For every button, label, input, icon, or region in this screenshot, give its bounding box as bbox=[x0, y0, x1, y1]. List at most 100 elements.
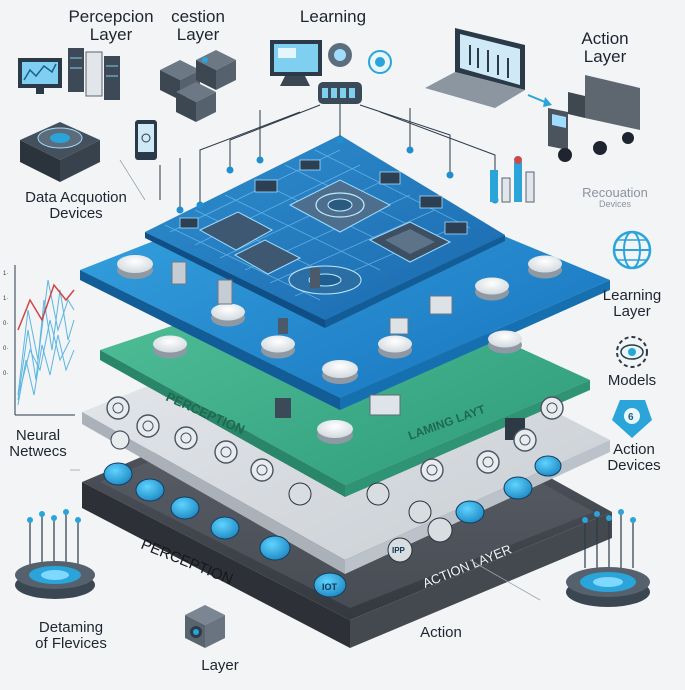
detaming-label-line2: of Flevices bbox=[35, 634, 107, 652]
laptop-icon bbox=[425, 28, 525, 108]
action-devices-label-line2: Devices bbox=[607, 456, 661, 474]
detaming-devices-label: Detaming of Flevices bbox=[6, 620, 136, 652]
dial-icon bbox=[106, 396, 130, 420]
learning-layer-label-line1: Learning bbox=[602, 287, 662, 304]
perception-layer-label-line2: Layer bbox=[89, 24, 133, 44]
neural-networks-label: Neural Netwecs bbox=[2, 428, 74, 460]
cube-servers-icon bbox=[160, 50, 236, 122]
learning-dial-icon bbox=[368, 50, 392, 74]
board-small-chips bbox=[179, 159, 468, 235]
dial-icon bbox=[420, 458, 444, 482]
cestion-layer-label-line2: Layer bbox=[176, 24, 220, 44]
antenna-device-left-icon bbox=[15, 509, 95, 599]
board-chip-bottom bbox=[288, 265, 362, 295]
action-layer-label-line1: Action bbox=[581, 29, 629, 48]
camera-box-icon bbox=[185, 605, 225, 648]
action-layer-label: Action Layer bbox=[570, 30, 640, 66]
cestion-layer-label: cestion Layer bbox=[158, 8, 238, 44]
data-acquisition-label-line2: Devices bbox=[49, 204, 103, 222]
chip-ipp-label: IPP bbox=[392, 546, 406, 555]
action-devices-label-line1: Action bbox=[613, 441, 655, 458]
dark-button bbox=[408, 500, 432, 524]
svg-text:0·: 0· bbox=[3, 346, 8, 352]
dial-icon bbox=[476, 450, 500, 474]
svg-text:0·: 0· bbox=[3, 371, 8, 377]
sensor-disk bbox=[211, 303, 245, 327]
cestion-layer-label-line1: cestion bbox=[171, 7, 225, 26]
sensor-disk bbox=[317, 420, 353, 444]
blue-button bbox=[170, 496, 200, 520]
arrow-head-icon bbox=[543, 97, 552, 107]
svg-text:1·: 1· bbox=[3, 271, 8, 277]
sensor-disk bbox=[153, 335, 187, 359]
central-hub-icon bbox=[318, 43, 362, 104]
dial-icon bbox=[540, 396, 564, 420]
dial-icon bbox=[136, 414, 160, 438]
neural-networks-label-line1: Neural bbox=[15, 427, 61, 444]
globe-icon bbox=[612, 230, 652, 270]
blue-button bbox=[103, 462, 133, 486]
layer-bottom-label: Layer bbox=[201, 657, 239, 674]
data-acquisition-label: Data Acquotion Devices bbox=[2, 190, 150, 222]
blue-layer-sensors bbox=[117, 255, 562, 444]
server-rack-icon bbox=[68, 48, 120, 100]
svg-text:1·: 1· bbox=[3, 296, 8, 302]
learning-top-label: Learning bbox=[299, 7, 367, 26]
dial-icon bbox=[513, 428, 537, 452]
blue-button bbox=[534, 455, 562, 477]
blue-button bbox=[259, 535, 291, 561]
recouation-devices-label: Recouation Devices bbox=[560, 186, 670, 209]
svg-text:0·: 0· bbox=[3, 321, 8, 327]
truck-icon bbox=[548, 75, 640, 162]
phone-device-icon bbox=[135, 120, 157, 160]
dark-button bbox=[366, 482, 390, 506]
action-devices-badge-icon: 6 bbox=[612, 400, 652, 438]
dial-icon bbox=[174, 426, 198, 450]
recouation-label-line1: Recouation bbox=[582, 185, 648, 200]
green-layer-devices bbox=[275, 394, 525, 440]
blue-button bbox=[503, 476, 533, 500]
perception-layer-label: Percepcion Layer bbox=[56, 8, 166, 44]
blue-button bbox=[313, 572, 347, 598]
perception-layer-label-line1: Percepcion bbox=[68, 7, 154, 26]
circuit-board-layer bbox=[145, 135, 505, 328]
dark-button bbox=[387, 537, 413, 563]
action-devices-label: Action Devices bbox=[598, 442, 670, 474]
sensor-disk bbox=[528, 255, 562, 279]
sensor-disk bbox=[378, 335, 412, 359]
dark-button bbox=[288, 482, 312, 506]
board-chip-left bbox=[198, 211, 302, 275]
dark-button bbox=[427, 517, 453, 543]
svg-text:6: 6 bbox=[628, 412, 634, 423]
sensor-disk bbox=[475, 277, 509, 301]
blue-button bbox=[455, 500, 485, 524]
dial-icon bbox=[214, 440, 238, 464]
action-layer-label-line2: Layer bbox=[583, 46, 627, 66]
recouation-label-line2: Devices bbox=[598, 198, 631, 209]
data-acquisition-label-line1: Data Acquotion bbox=[25, 189, 127, 206]
arrow-icon bbox=[527, 94, 546, 103]
base-layer-buttons bbox=[103, 455, 562, 598]
learning-monitor-icon bbox=[270, 40, 322, 86]
grey-layer-dials bbox=[106, 396, 564, 482]
guide-lines bbox=[70, 159, 541, 601]
data-monitor-icon bbox=[18, 58, 62, 94]
neural-network-chart-icon: 1· 1· 0· 0· 0· bbox=[3, 265, 75, 416]
action-bottom-label: Action bbox=[420, 624, 462, 641]
sensor-disk bbox=[261, 335, 295, 359]
sensor-disk bbox=[117, 255, 153, 279]
neural-networks-label-line2: Netwecs bbox=[9, 442, 67, 460]
detaming-label-line1: Detaming bbox=[38, 619, 104, 636]
models-eye-icon bbox=[616, 336, 648, 368]
dial-icon bbox=[250, 458, 274, 482]
data-acquisition-device-icon bbox=[20, 122, 100, 182]
learning-layer-label-line2: Layer bbox=[613, 302, 651, 320]
antenna-device-right-icon bbox=[566, 509, 650, 607]
iot-label: IOT bbox=[322, 582, 338, 592]
sensor-disk bbox=[488, 330, 522, 354]
blue-button bbox=[135, 478, 165, 502]
models-label: Models bbox=[607, 372, 657, 389]
bar-chart-device-icon bbox=[490, 156, 535, 203]
